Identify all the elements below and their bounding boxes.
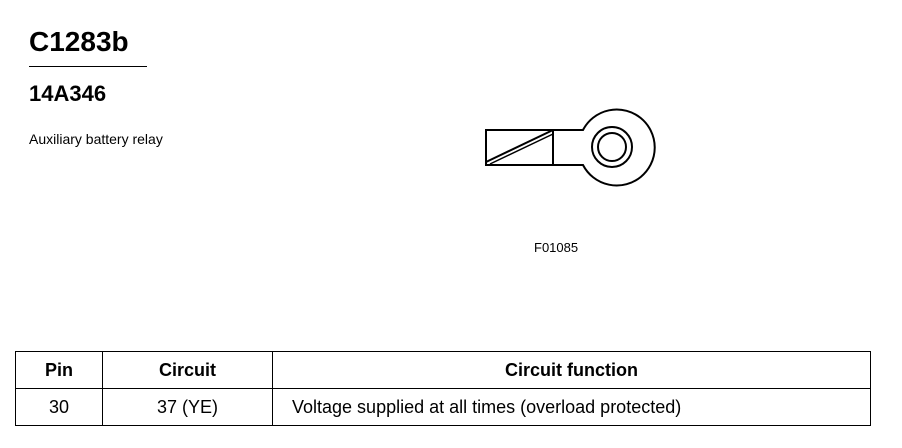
- figure-id: F01085: [534, 240, 579, 255]
- table-header-row: Pin Circuit Circuit function: [15, 351, 871, 389]
- title-rule: [29, 66, 147, 67]
- column-header-circuit: Circuit: [102, 351, 273, 389]
- connector-description: Auxiliary battery relay: [29, 131, 163, 147]
- part-number: 14A346: [29, 81, 107, 106]
- circuit-function-cell: Voltage supplied at all times (overload …: [272, 388, 871, 426]
- table-row: 30 37 (YE) Voltage supplied at all times…: [15, 388, 871, 426]
- column-header-pin: Pin: [15, 351, 103, 389]
- pin-cell: 30: [15, 388, 103, 426]
- pin-table: Pin Circuit Circuit function 30 37 (YE) …: [15, 351, 871, 426]
- ring-terminal-icon: [485, 108, 656, 187]
- circuit-cell: 37 (YE): [102, 388, 273, 426]
- connector-id: C1283b: [29, 26, 129, 57]
- column-header-circuit-function: Circuit function: [272, 351, 871, 389]
